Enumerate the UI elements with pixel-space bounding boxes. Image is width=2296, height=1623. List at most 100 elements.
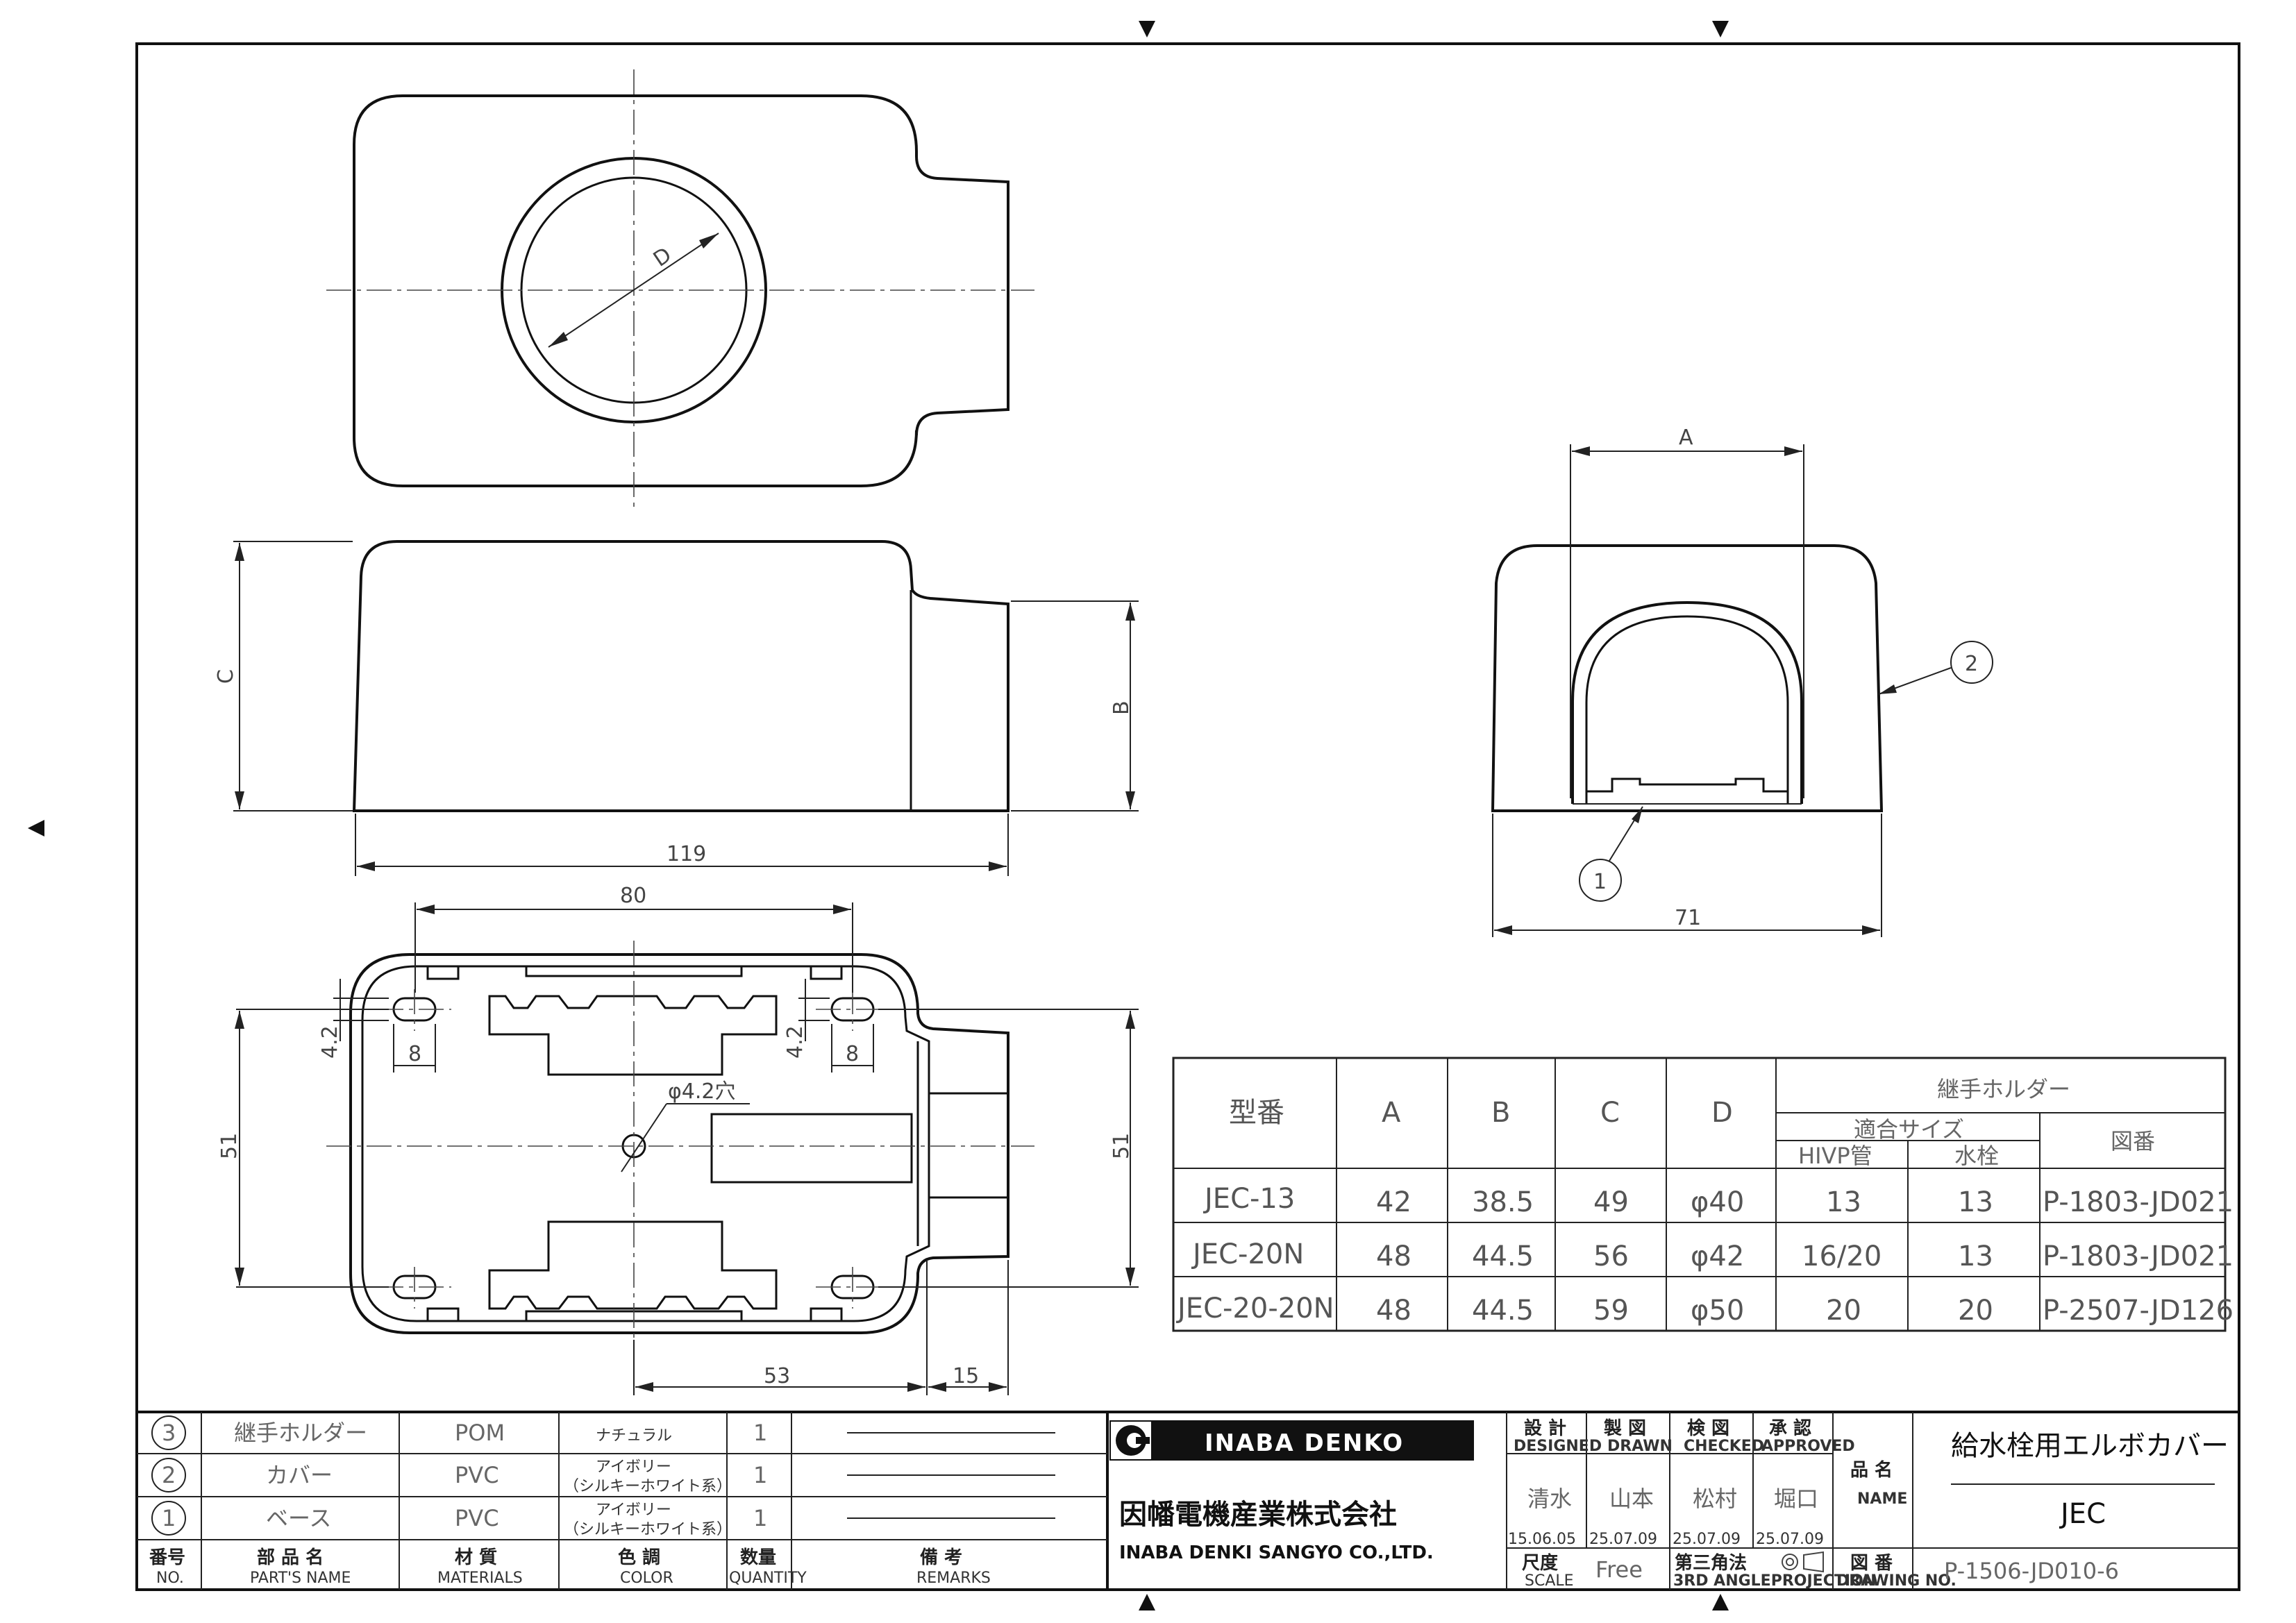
- checked-en: CHECKED: [1684, 1438, 1764, 1455]
- drawing-no-jp: 図 番: [1850, 1553, 1893, 1574]
- header-no-en: NO.: [156, 1570, 184, 1587]
- projection-en: 3RD ANGLEPROJECTION: [1673, 1572, 1876, 1590]
- spec-header-fit-size: 適合サイズ: [1854, 1116, 1964, 1143]
- header-name-en: PART'S NAME: [250, 1570, 351, 1587]
- spec-row3-model: JEC-20-20N: [1175, 1293, 1334, 1325]
- spec-row2-faucet: 13: [1958, 1241, 1993, 1272]
- dim-d-label: D: [649, 243, 676, 272]
- product-name: 給水栓用エルボカバー: [1951, 1430, 2229, 1462]
- header-color-en: COLOR: [620, 1570, 673, 1587]
- spec-table: 型番 A B C D 継手ホルダー 適合サイズ HIVP管 水栓 図番 JEC-…: [1172, 1057, 2234, 1332]
- center-mark-top-left: [1139, 21, 1155, 37]
- part1-name: ベース: [266, 1505, 331, 1531]
- part2-material: PVC: [455, 1462, 499, 1488]
- balloon-1-label: 1: [1593, 870, 1607, 894]
- dim-8-left-label: 8: [408, 1042, 421, 1066]
- drawn-date: 25.07.09: [1589, 1531, 1657, 1548]
- name-jp: 品 名: [1850, 1459, 1893, 1481]
- scale-jp: 尺度: [1522, 1552, 1558, 1574]
- company-jp: 因幡電機産業株式会社: [1119, 1499, 1397, 1531]
- spec-row1-c: 49: [1593, 1186, 1629, 1218]
- header-color-jp: 色 調: [618, 1547, 660, 1568]
- designed-by: 清水: [1527, 1486, 1572, 1512]
- spec-header-holder: 継手ホルダー: [1937, 1076, 2070, 1102]
- spec-header-c: C: [1600, 1097, 1620, 1129]
- approved-en: APPROVED: [1761, 1438, 1855, 1455]
- dim-b-label: B: [1109, 700, 1134, 715]
- spec-row3-drawing: P-2507-JD126: [2043, 1295, 2234, 1327]
- part3-qty: 1: [753, 1420, 767, 1446]
- dim-8-right-label: 8: [846, 1042, 859, 1066]
- spec-row3-a: 48: [1376, 1295, 1411, 1327]
- dim-hole-label: φ4.2穴: [668, 1079, 736, 1104]
- drawing-no-en: DRAWING NO.: [1836, 1572, 1956, 1590]
- designed-date: 15.06.05: [1508, 1531, 1576, 1548]
- side-view: A 71 2 1: [1491, 426, 1993, 937]
- spec-header-d: D: [1711, 1097, 1733, 1129]
- name-en: NAME: [1857, 1490, 1907, 1508]
- title-block: INABA DENKO 因幡電機産業株式会社 INABA DENKI SANGY…: [1109, 1412, 2239, 1590]
- part2-name: カバー: [266, 1462, 333, 1488]
- spec-header-b: B: [1491, 1097, 1510, 1129]
- spec-row1-a: 42: [1376, 1186, 1411, 1218]
- drawn-jp: 製 図: [1604, 1418, 1646, 1439]
- spec-header-a: A: [1382, 1097, 1401, 1129]
- part3-name: 継手ホルダー: [234, 1420, 367, 1446]
- designed-jp: 設 計: [1524, 1418, 1566, 1439]
- header-rem-en: REMARKS: [916, 1570, 991, 1587]
- spec-row2-model: JEC-20N: [1191, 1238, 1304, 1270]
- dim-42-right-label: 4.2: [783, 1025, 807, 1059]
- part3-color: ナチュラル: [596, 1427, 672, 1445]
- dim-a-label: A: [1679, 426, 1693, 450]
- spec-row3-hivp: 20: [1826, 1295, 1861, 1327]
- spec-row3-c: 59: [1593, 1295, 1629, 1327]
- spec-row2-hivp: 16/20: [1802, 1241, 1882, 1272]
- projection-jp: 第三角法: [1675, 1552, 1747, 1574]
- part2-no: 2: [162, 1462, 176, 1488]
- center-mark-top-right: [1712, 21, 1729, 37]
- drawn-en: DRAWN: [1607, 1438, 1673, 1455]
- drawn-by: 山本: [1609, 1486, 1654, 1512]
- spec-header-drawing: 図番: [2111, 1128, 2155, 1154]
- dim-80-label: 80: [620, 884, 646, 908]
- part1-material: PVC: [455, 1505, 499, 1531]
- spec-row2-drawing: P-1803-JD021: [2043, 1241, 2234, 1272]
- checked-by: 松村: [1693, 1486, 1737, 1512]
- dim-119-label: 119: [667, 842, 706, 866]
- center-mark-bottom-left: [1139, 1594, 1155, 1611]
- dim-c-label: C: [214, 669, 238, 684]
- dim-51-left-label: 51: [217, 1133, 242, 1159]
- dim-71-label: 71: [1675, 906, 1701, 930]
- approved-jp: 承 認: [1769, 1418, 1811, 1439]
- header-name-jp: 部 品 名: [257, 1547, 324, 1568]
- designed-en: DESIGNED: [1514, 1438, 1602, 1455]
- part2-qty: 1: [753, 1462, 767, 1488]
- spec-row1-hivp: 13: [1826, 1186, 1861, 1218]
- center-mark-left: [28, 820, 44, 836]
- spec-row1-drawing: P-1803-JD021: [2043, 1186, 2234, 1218]
- drawing-no: P-1506-JD010-6: [1944, 1558, 2119, 1584]
- part1-no: 1: [162, 1505, 176, 1531]
- center-mark-bottom-right: [1712, 1594, 1729, 1611]
- spec-header-model: 型番: [1229, 1097, 1284, 1129]
- part2-color: アイボリー: [596, 1458, 671, 1476]
- drawing-border: [135, 42, 2240, 1591]
- dim-15-label: 15: [953, 1364, 979, 1388]
- header-qty-en: QUANTITY: [729, 1570, 807, 1587]
- dim-42-left-label: 4.2: [318, 1025, 342, 1059]
- spec-row3-b: 44.5: [1472, 1295, 1534, 1327]
- scale-value: Free: [1595, 1556, 1643, 1583]
- spec-row2-d: φ42: [1691, 1241, 1744, 1272]
- company-en: INABA DENKI SANGYO CO.,LTD.: [1119, 1542, 1434, 1563]
- part3-material: POM: [455, 1420, 505, 1446]
- parts-list: 3 継手ホルダー POM ナチュラル 1 2 カバー PVC アイボリー （シル…: [137, 1411, 2239, 1590]
- scale-en: SCALE: [1525, 1572, 1574, 1590]
- part1-qty: 1: [753, 1505, 767, 1531]
- spec-row1-d: φ40: [1691, 1186, 1744, 1218]
- approved-date: 25.07.09: [1756, 1531, 1824, 1548]
- top-view: D: [326, 69, 1034, 507]
- spec-row3-d: φ50: [1691, 1295, 1744, 1327]
- spec-row1-model: JEC-13: [1203, 1183, 1295, 1215]
- spec-row2-a: 48: [1376, 1241, 1411, 1272]
